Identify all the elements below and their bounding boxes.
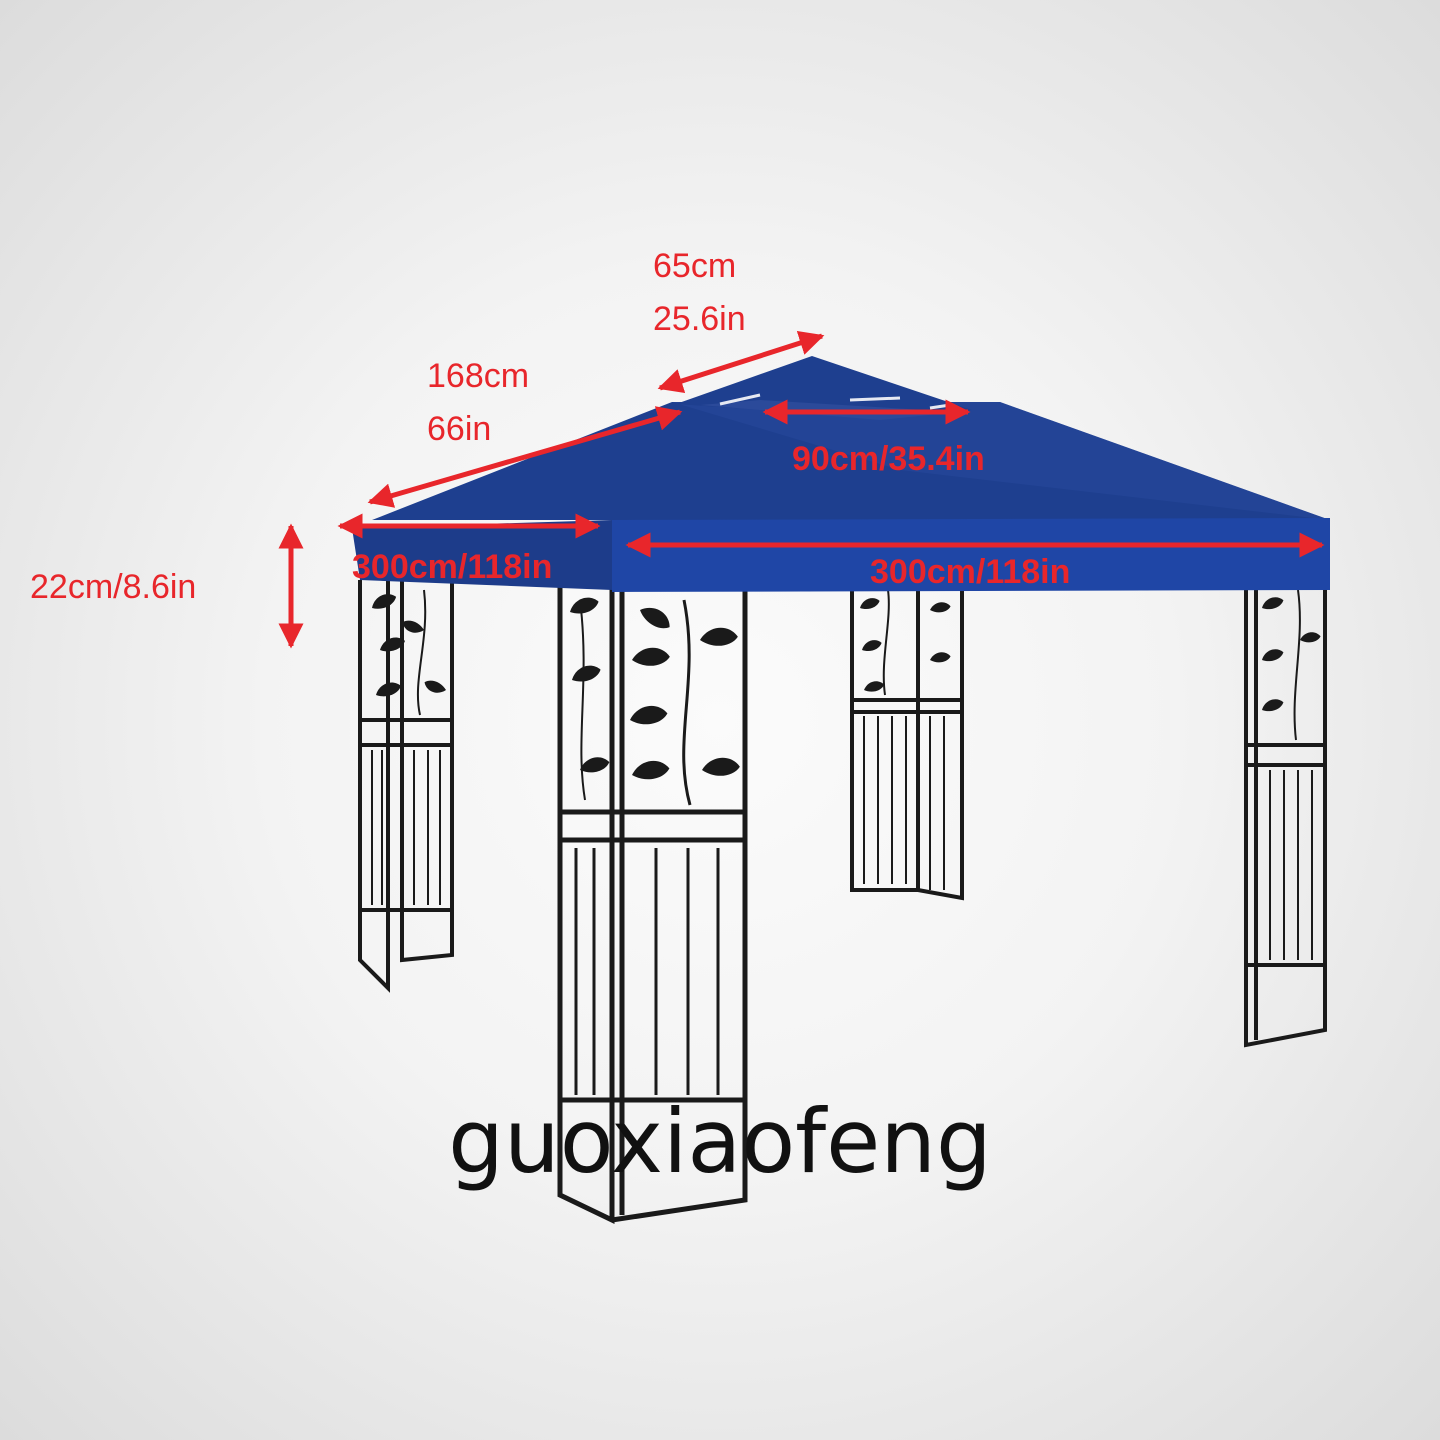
arrow-slope (367, 406, 683, 508)
leg-right (1244, 580, 1327, 1048)
canopy-roof-shade (672, 402, 1330, 520)
watermark-text: guoxiaofeng (448, 1090, 992, 1193)
slope-length-in: 66in (427, 410, 491, 448)
leg-back-left (358, 580, 454, 993)
arrow-top-vent (657, 330, 825, 394)
dimension-arrows (278, 330, 1325, 649)
top-vent-width-in: 25.6in (653, 300, 746, 338)
top-vent-width-cm: 65cm (653, 247, 736, 285)
leg-front (557, 585, 748, 1224)
front-side-dimension: 300cm/118in (352, 548, 552, 586)
top-tier-dimension: 90cm/35.4in (792, 440, 985, 478)
leg-back-middle (850, 585, 964, 901)
right-side-dimension: 300cm/118in (870, 553, 1070, 591)
valance-height-dimension: 22cm/8.6in (30, 568, 196, 606)
slope-length-cm: 168cm (427, 357, 529, 395)
